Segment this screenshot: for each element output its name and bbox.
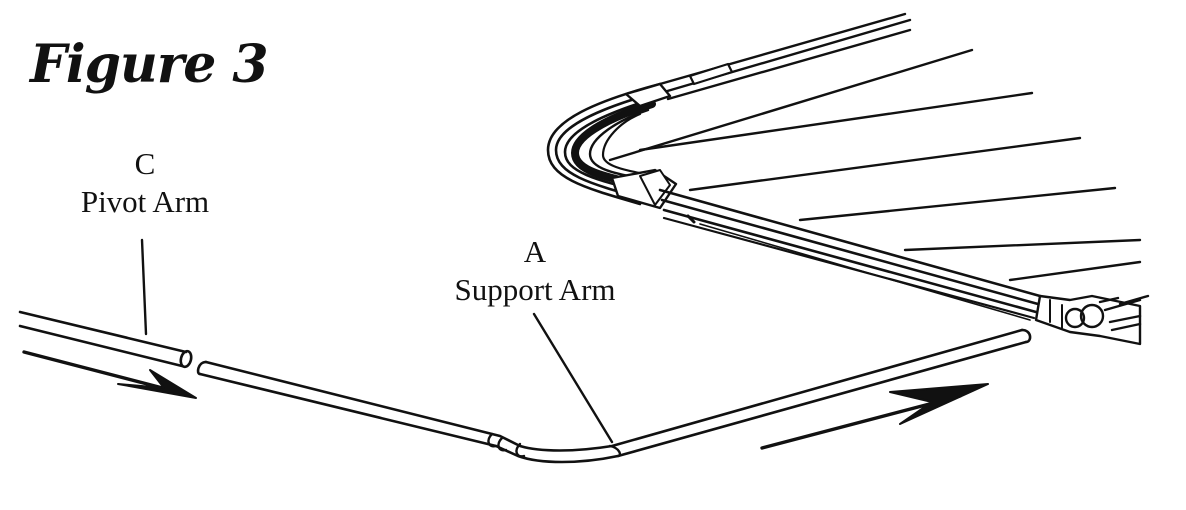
pivot-arm-leader: [140, 238, 148, 336]
figure-title: Figure 3: [30, 34, 269, 95]
chair-frame: [546, 12, 1150, 346]
left-arrow-icon: [22, 350, 197, 399]
support-arm-name: Support Arm: [454, 272, 616, 307]
pivot-arm-name: Pivot Arm: [80, 184, 210, 219]
support-arm-letter: A: [523, 234, 547, 269]
pivot-arm-label: C Pivot Arm: [60, 145, 230, 221]
support-arm: [196, 328, 1032, 464]
pivot-arm: [18, 310, 193, 369]
support-arm-leader: [532, 312, 614, 444]
support-arm-label: A Support Arm: [435, 233, 635, 309]
right-arrow-icon: [760, 383, 989, 450]
pivot-arm-letter: C: [134, 146, 156, 181]
